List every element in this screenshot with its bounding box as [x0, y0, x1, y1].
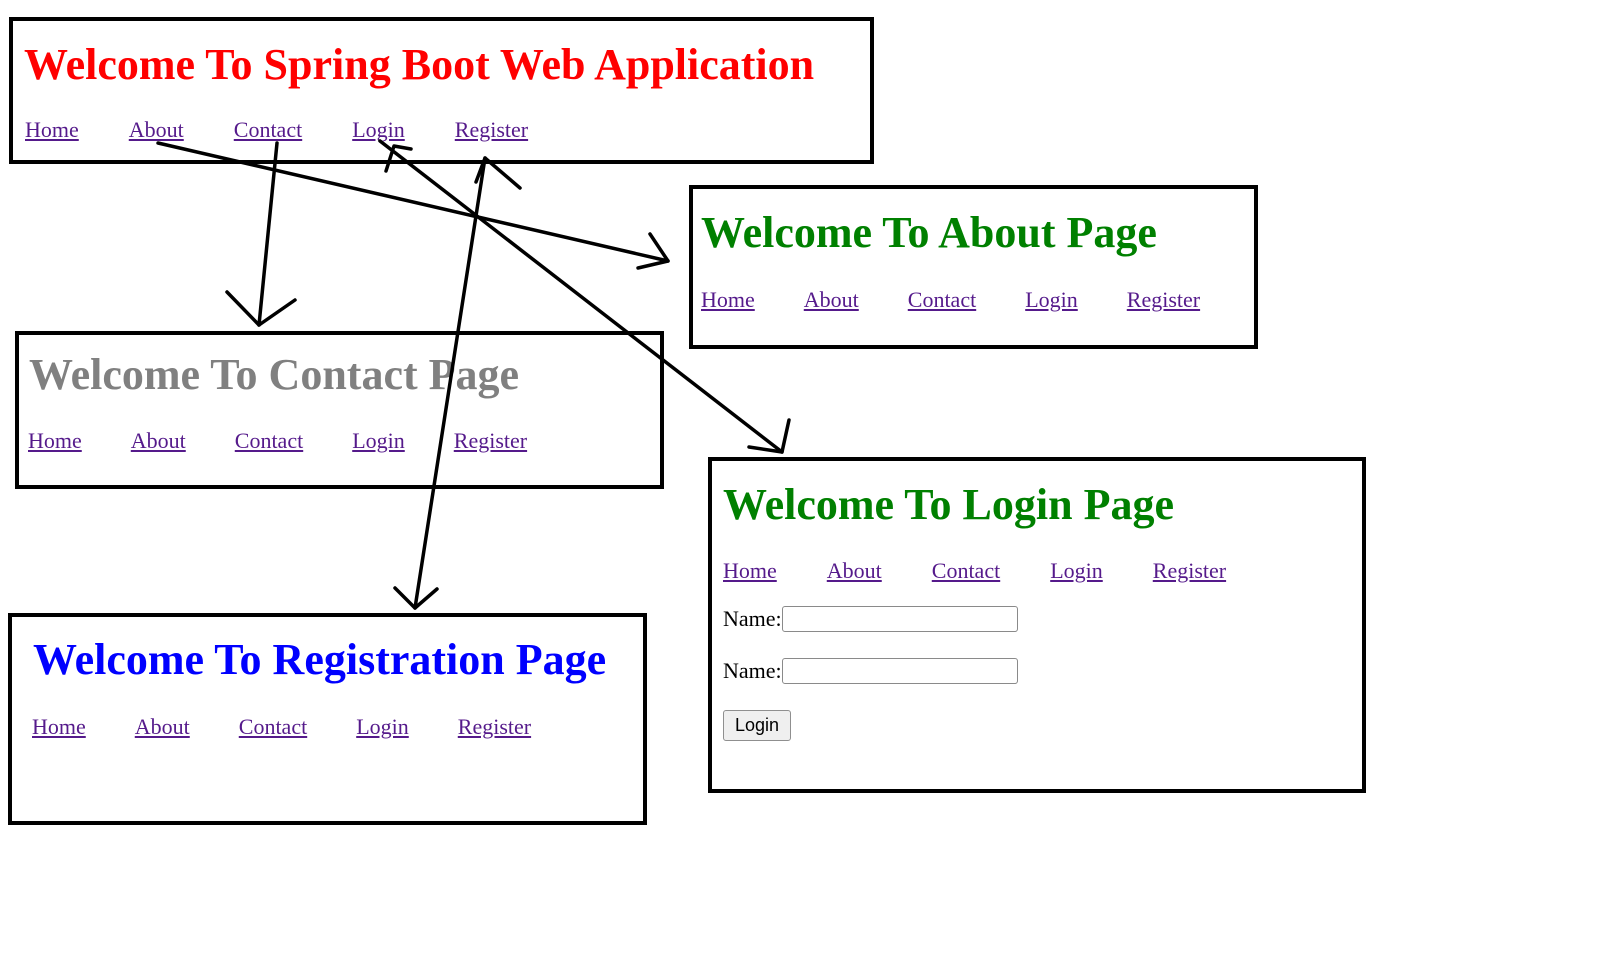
registration-nav: Home About Contact Login Register — [32, 714, 580, 740]
login-page-panel: Welcome To Login Page Home About Contact… — [708, 457, 1366, 793]
about-nav-login[interactable]: Login — [1025, 287, 1078, 312]
main-nav-contact[interactable]: Contact — [233, 117, 303, 142]
registration-nav-home[interactable]: Home — [32, 714, 86, 739]
contact-nav-register[interactable]: Register — [453, 428, 528, 453]
login-nav-about[interactable]: About — [826, 558, 882, 583]
about-nav-home[interactable]: Home — [701, 287, 755, 312]
login-page-title: Welcome To Login Page — [723, 480, 1174, 529]
registration-nav-about[interactable]: About — [134, 714, 190, 739]
name-input-2[interactable] — [781, 658, 1018, 684]
about-nav-about[interactable]: About — [803, 287, 859, 312]
contact-nav-contact[interactable]: Contact — [234, 428, 304, 453]
registration-nav-contact[interactable]: Contact — [238, 714, 308, 739]
main-page-title: Welcome To Spring Boot Web Application — [24, 40, 815, 89]
registration-page-title: Welcome To Registration Page — [33, 635, 607, 684]
about-nav-contact[interactable]: Contact — [907, 287, 977, 312]
about-nav: Home About Contact Login Register — [701, 287, 1249, 313]
contact-page-panel: Welcome To Contact Page Home About Conta… — [15, 331, 664, 489]
login-form-row-2: Name: — [723, 658, 1018, 684]
name-label-1: Name: — [723, 606, 782, 631]
main-nav-login[interactable]: Login — [352, 117, 405, 142]
about-page-panel: Welcome To About Page Home About Contact… — [689, 185, 1258, 349]
login-nav: Home About Contact Login Register — [723, 558, 1276, 584]
login-nav-register[interactable]: Register — [1152, 558, 1227, 583]
login-nav-home[interactable]: Home — [723, 558, 777, 583]
about-nav-register[interactable]: Register — [1126, 287, 1201, 312]
main-page-panel: Welcome To Spring Boot Web Application H… — [9, 17, 874, 164]
login-button[interactable]: Login — [723, 710, 791, 741]
registration-nav-register[interactable]: Register — [457, 714, 532, 739]
name-label-2: Name: — [723, 658, 782, 683]
main-nav: Home About Contact Login Register — [25, 117, 578, 143]
contact-page-title: Welcome To Contact Page — [29, 350, 520, 399]
login-nav-login[interactable]: Login — [1050, 558, 1103, 583]
login-nav-contact[interactable]: Contact — [931, 558, 1001, 583]
main-nav-home[interactable]: Home — [25, 117, 79, 142]
about-page-title: Welcome To About Page — [701, 208, 1157, 257]
main-nav-register[interactable]: Register — [454, 117, 529, 142]
contact-nav-home[interactable]: Home — [28, 428, 82, 453]
name-input-1[interactable] — [781, 606, 1018, 632]
contact-nav-login[interactable]: Login — [352, 428, 405, 453]
registration-nav-login[interactable]: Login — [356, 714, 409, 739]
contact-nav: Home About Contact Login Register — [28, 428, 576, 454]
login-form-row-1: Name: — [723, 606, 1018, 632]
main-nav-about[interactable]: About — [128, 117, 184, 142]
arrow-contact-to-contact-page — [225, 141, 297, 327]
contact-nav-about[interactable]: About — [130, 428, 186, 453]
registration-page-panel: Welcome To Registration Page Home About … — [8, 613, 647, 825]
